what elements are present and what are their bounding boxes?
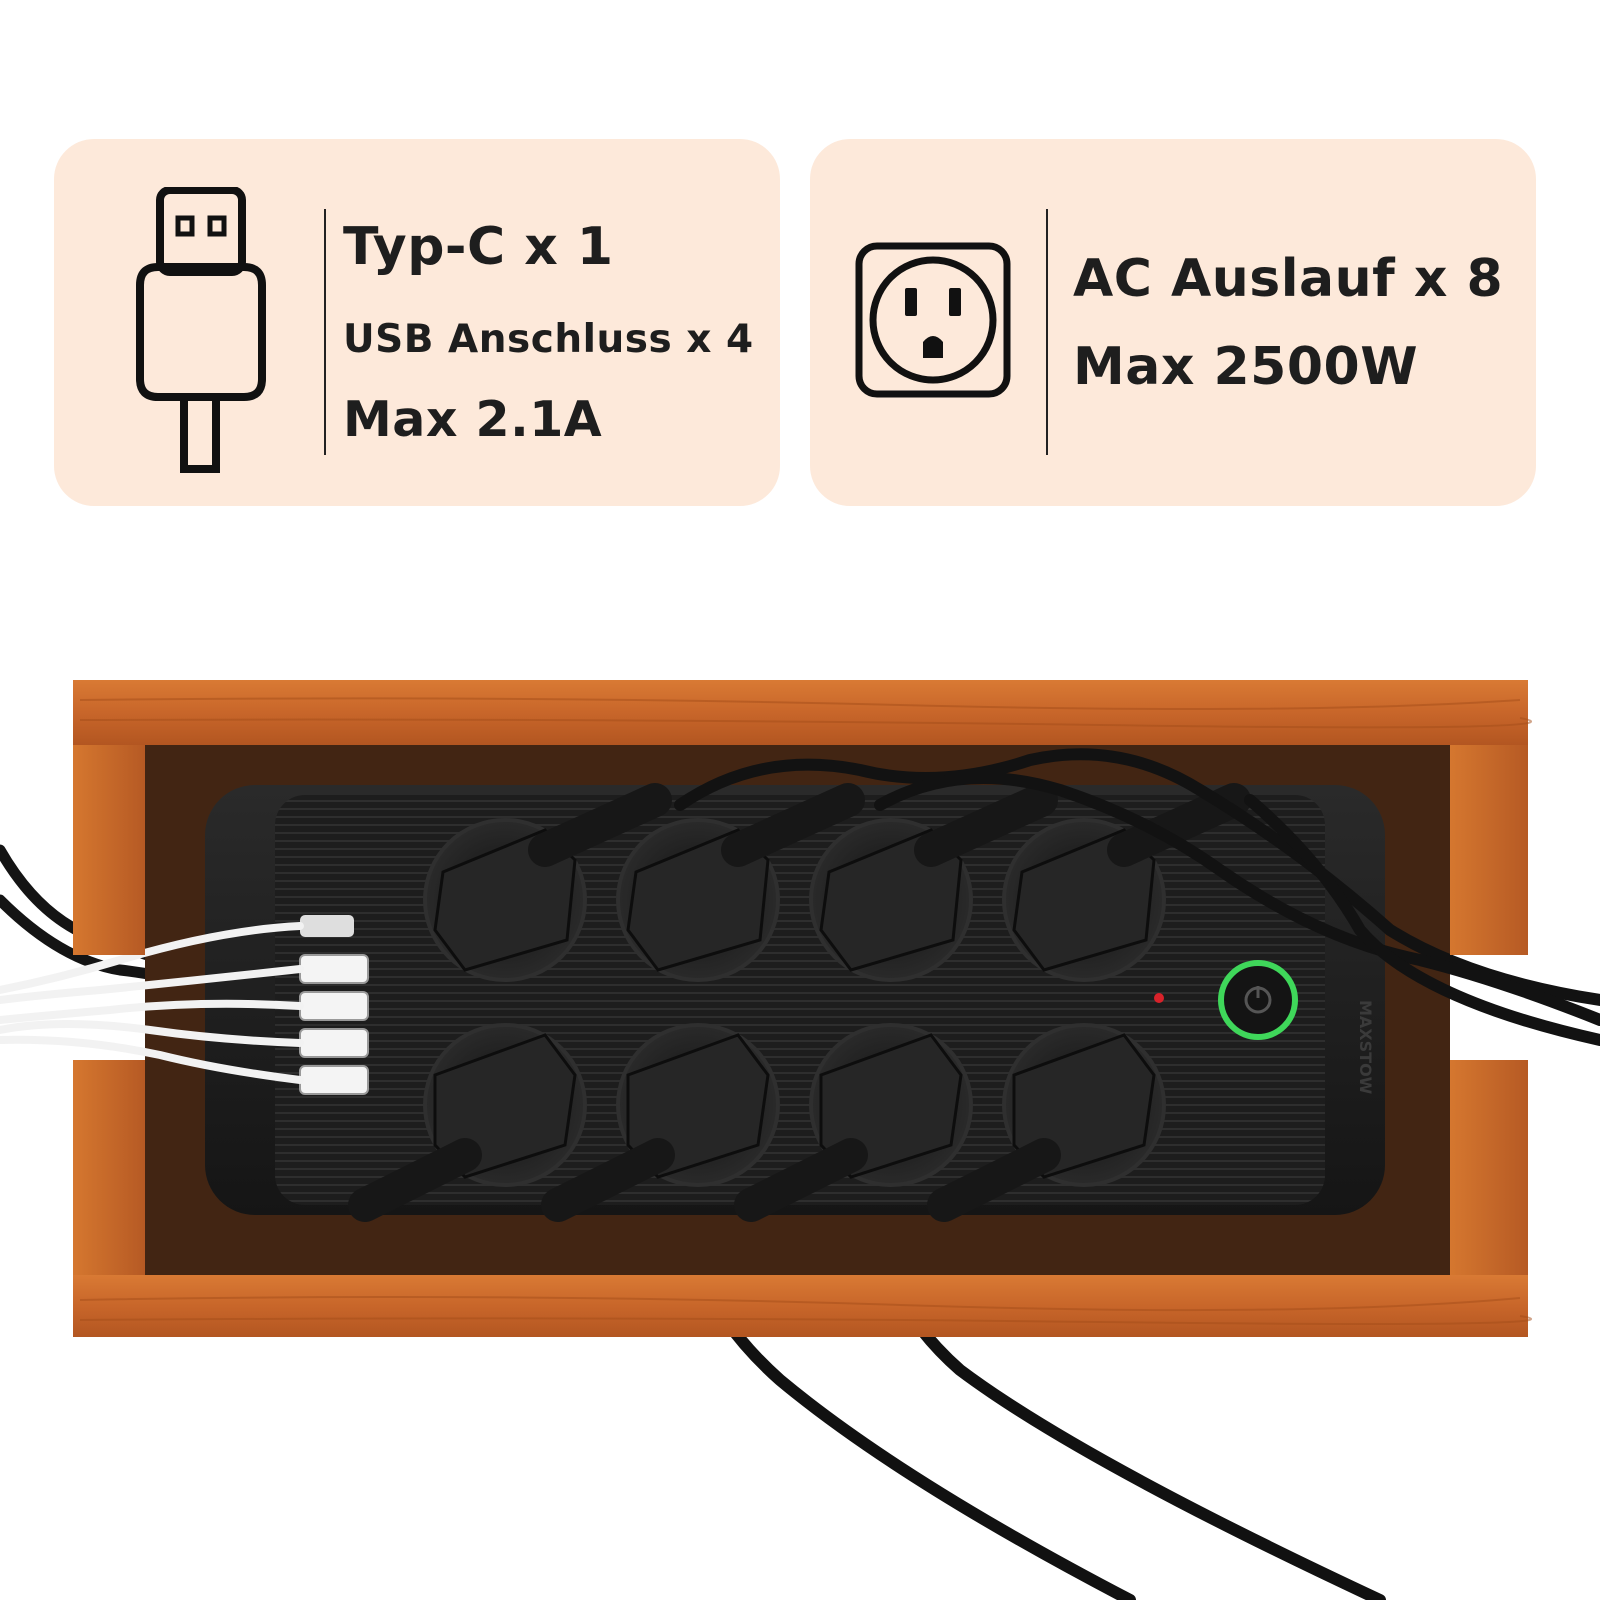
divider — [1046, 209, 1048, 455]
ac-outlet-count: AC Auslauf x 8 — [1073, 249, 1504, 309]
plug-strain-relief — [528, 783, 672, 867]
typc-count: Typ-C x 1 — [343, 217, 614, 277]
top-cables — [674, 748, 1600, 1046]
usb-cables — [0, 922, 304, 1084]
power-strip: MAXSTOW — [205, 785, 1385, 1215]
plug-strain-relief — [1107, 783, 1251, 867]
ac-spec-card: AC Auslauf x 8 Max 2500W — [810, 139, 1536, 506]
plug-strain-relief — [734, 1138, 868, 1222]
ac-sockets — [348, 783, 1251, 1222]
wooden-box — [73, 680, 1533, 1337]
product-photo: MAXSTOW — [0, 680, 1600, 1600]
brand-text: MAXSTOW — [1356, 1000, 1375, 1095]
usb-spec-card: Typ-C x 1 USB Anschluss x 4 Max 2.1A — [54, 139, 780, 506]
plug-strain-relief — [541, 1138, 675, 1222]
plug-strain-relief — [914, 783, 1058, 867]
ac-max-power: Max 2500W — [1073, 337, 1419, 397]
usb-ports — [299, 915, 369, 1095]
usb-plug-icon — [136, 187, 266, 473]
usb-max-current: Max 2.1A — [343, 391, 603, 448]
power-button-icon — [1218, 960, 1298, 1040]
plug-strain-relief — [348, 1138, 482, 1222]
divider — [324, 209, 326, 455]
usb-port-count: USB Anschluss x 4 — [343, 317, 754, 362]
plug-strain-relief — [721, 783, 865, 867]
ac-outlet-icon — [855, 242, 1011, 398]
plug-strain-relief — [927, 1138, 1061, 1222]
